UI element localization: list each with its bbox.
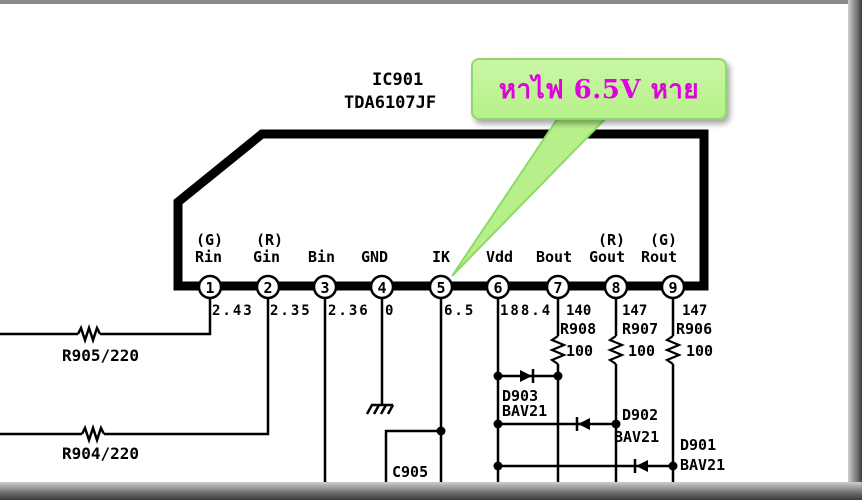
pin7-name: Bout — [536, 248, 572, 266]
r905-label: R905/220 — [62, 346, 139, 365]
d902-ref: D902 — [622, 406, 658, 424]
pin7-number: 7 — [553, 279, 562, 297]
pin5-number: 5 — [436, 279, 445, 297]
pin2-wire — [104, 298, 270, 436]
callout-note: หาไฟ 6.5V หาย — [471, 58, 727, 120]
r905-symbol — [76, 324, 102, 344]
pin9-name: Rout — [641, 248, 677, 266]
pin3-name: Bin — [308, 248, 335, 266]
pin2-voltage: 2.35 — [270, 303, 312, 319]
pin2-color-label: (R) — [256, 231, 283, 249]
d903-ref: D903 — [502, 387, 538, 405]
callout-text: หาไฟ 6.5V หาย — [498, 74, 700, 105]
pin6-number: 6 — [493, 279, 502, 297]
pin1-name: Rin — [195, 248, 222, 266]
pin5-name: IK — [432, 248, 450, 266]
pin9-voltage: 147 — [682, 303, 707, 319]
pin6-voltage: 188.4 — [500, 303, 552, 319]
d903-symbol — [520, 369, 535, 383]
pin1-number: 1 — [205, 279, 214, 297]
frame-top-edge — [0, 0, 862, 4]
d901-symbol — [633, 459, 648, 473]
r908-symbol — [549, 335, 567, 365]
pin3-voltage: 2.36 — [328, 303, 370, 319]
pin9-number: 9 — [668, 279, 677, 297]
ic-part-label: TDA6107JF — [344, 93, 436, 113]
pin8-voltage: 147 — [622, 303, 647, 319]
r906-symbol — [664, 335, 682, 365]
r908-label: R908 — [560, 320, 596, 338]
pin9-color-label: (G) — [650, 231, 677, 249]
r907-symbol — [607, 335, 625, 365]
pin4-voltage: 0 — [385, 303, 395, 319]
frame-bottom-edge — [0, 482, 862, 500]
d902-part: BAV21 — [614, 428, 659, 446]
pin4-name: GND — [361, 248, 388, 266]
r904-symbol — [80, 424, 106, 444]
c905-label: C905 — [392, 463, 428, 481]
d903-part: BAV21 — [502, 402, 547, 420]
r907-value: 100 — [628, 342, 655, 360]
d901-part: BAV21 — [680, 456, 725, 474]
pin4-number: 4 — [377, 279, 386, 297]
d902-symbol — [575, 417, 590, 431]
pin1-voltage: 2.43 — [212, 303, 254, 319]
junction-dots — [436, 371, 678, 471]
pin2-name: Gin — [253, 248, 280, 266]
pin2-number: 2 — [263, 279, 272, 297]
pin5-voltage: 6.5 — [444, 303, 475, 319]
pin3-number: 3 — [320, 279, 329, 297]
frame-right-edge — [848, 0, 862, 500]
ground-symbol — [365, 403, 395, 415]
pin-circles — [197, 274, 686, 300]
pin8-color-label: (R) — [598, 231, 625, 249]
r904-label: R904/220 — [62, 444, 139, 463]
r907-label: R907 — [622, 320, 658, 338]
r906-value: 100 — [686, 342, 713, 360]
pin8-name: Gout — [589, 248, 625, 266]
pin1-color-label: (G) — [196, 231, 223, 249]
pin1-wire — [100, 298, 212, 336]
ic-ref-label: IC901 — [372, 70, 423, 90]
r906-label: R906 — [676, 320, 712, 338]
pin7-voltage: 140 — [566, 303, 591, 319]
pin6-name: Vdd — [486, 248, 513, 266]
pin8-number: 8 — [611, 279, 620, 297]
d901-ref: D901 — [680, 436, 716, 454]
r908-value: 100 — [566, 342, 593, 360]
c905-wire — [384, 429, 441, 500]
